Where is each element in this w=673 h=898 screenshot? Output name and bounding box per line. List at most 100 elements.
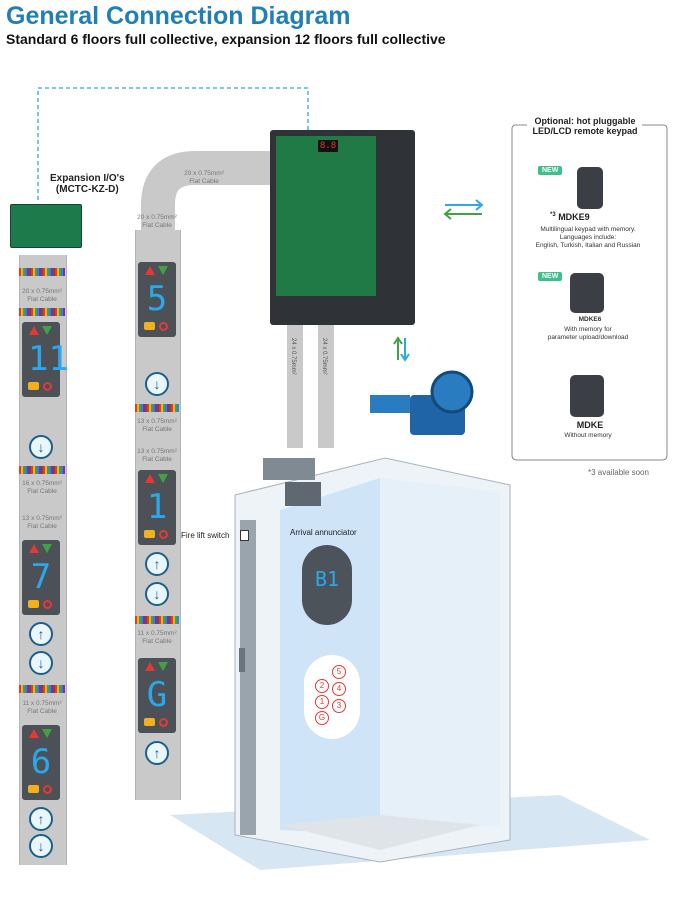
arrow-up-icon [393,336,403,360]
mdke9-desc-1: Multilingual keypad with memory. [540,226,636,233]
hall-down-button[interactable]: ↓ [29,435,53,459]
cable-size: 11 x 0.75mm² [22,700,62,707]
car-button[interactable]: G [315,711,329,725]
up-indicator-icon [29,544,39,553]
fire-icon [144,322,155,330]
car-button[interactable]: 5 [332,665,346,679]
arrow-down-icon [400,338,410,362]
hall-up-button[interactable]: ↑ [29,622,53,646]
cable-size: 13 x 0.75mm² [137,448,177,455]
hall-down-button[interactable]: ↓ [29,834,53,858]
cable-size: 13 x 0.75mm² [137,418,177,425]
hall-down-button[interactable]: ↓ [145,582,169,606]
keypad-panel-title: Optional: hot pluggable LED/LCD remote k… [528,116,642,136]
floor-display: 6 [30,742,52,782]
arrival-label: Arrival annunciator [290,528,357,537]
controller-led-display: 8.8 [318,140,338,152]
hall-down-button[interactable]: ↓ [29,651,53,675]
cable-type: Flat Cable [27,708,57,715]
down-indicator-icon [158,266,168,275]
mdke6-desc-2: parameter upload/download [547,334,629,341]
cable-size: 20 x 0.75mm² [22,288,62,295]
door-frame [240,520,256,835]
hall-panel-G: G [138,658,176,733]
mdke-desc: Without memory [564,432,612,439]
car-operating-panel: 5 2 4 1 3 G [304,655,360,739]
controller-board [276,136,376,296]
down-indicator-icon [158,662,168,671]
car-button[interactable]: 4 [332,682,346,696]
footnote: *3 available soon [588,468,649,477]
hall-panel-5: 5 [138,262,176,337]
mdke-keypad [570,375,604,417]
down-indicator-icon [42,326,52,335]
elevator-controller: 8.8 [270,130,415,325]
hall-panel-1: 1 [138,470,176,545]
dashed-link-line [37,87,309,200]
arrow-right-icon [445,199,484,211]
car-floor-display: B1 [314,567,340,591]
hall-up-button[interactable]: ↑ [145,741,169,765]
expansion-model: (MCTC-KZ-D) [55,184,119,195]
fire-icon [144,718,155,726]
car-door-switch [239,648,245,672]
mdke9-keypad [577,167,603,209]
cable-band [19,466,65,474]
alarm-icon [43,785,52,794]
cable-band [19,685,65,693]
trunk-label-a: 24 x 0.75mm² [290,338,296,375]
expansion-label: Expansion I/O's (MCTC-KZ-D) [50,173,125,195]
cable-size: 11 x 0.75mm² [137,630,177,637]
floor-display: 5 [146,279,168,319]
expansion-board [10,204,82,248]
fire-icon [28,785,39,793]
floor-display: G [146,675,168,715]
cable-type: Flat Cable [189,178,219,185]
mdke9-desc-3: English, Turkish, Italian and Russian [535,242,641,249]
page-title: General Connection Diagram [6,2,351,30]
hall-down-button[interactable]: ↓ [145,372,169,396]
alarm-icon [43,382,52,391]
hall-panel-11: 11 [22,322,69,397]
mdke6-desc: With memory for parameter upload/downloa… [518,326,658,342]
expansion-title: Expansion I/O's [50,173,125,184]
car-button[interactable]: 1 [315,695,329,709]
mdke9-name: MDKE9 [558,212,590,222]
mdke9-title: *3 MDKE9 [550,212,590,222]
up-indicator-icon [145,474,155,483]
trunk-label-b: 24 x 0.75mm² [321,338,327,375]
new-badge: NEW [538,166,563,175]
mdke9-sup: *3 [550,212,556,218]
floor-display: 11 [28,339,69,379]
mdke6-name: MDKE6 [578,316,602,323]
cable-size: 20 x 0.75mm² [184,170,224,177]
hall-up-button[interactable]: ↑ [29,807,53,831]
cable-band [19,308,65,316]
up-indicator-icon [29,326,39,335]
alarm-icon [159,530,168,539]
arrow-left-icon [443,208,482,220]
fire-icon [144,530,155,538]
cable-band [19,268,65,276]
keypad-title-1: Optional: hot pluggable [534,116,636,126]
car-button[interactable]: 2 [315,679,329,693]
hall-up-button[interactable]: ↑ [145,552,169,576]
fire-switch-icon[interactable] [240,530,249,541]
up-indicator-icon [29,729,39,738]
down-indicator-icon [42,544,52,553]
alarm-icon [43,600,52,609]
alarm-icon [159,322,168,331]
mdke9-desc-2: Languages include: [559,234,617,241]
car-floor [280,815,480,850]
cable-type: Flat Cable [142,222,172,229]
up-indicator-icon [145,266,155,275]
car-button[interactable]: 3 [332,699,346,713]
